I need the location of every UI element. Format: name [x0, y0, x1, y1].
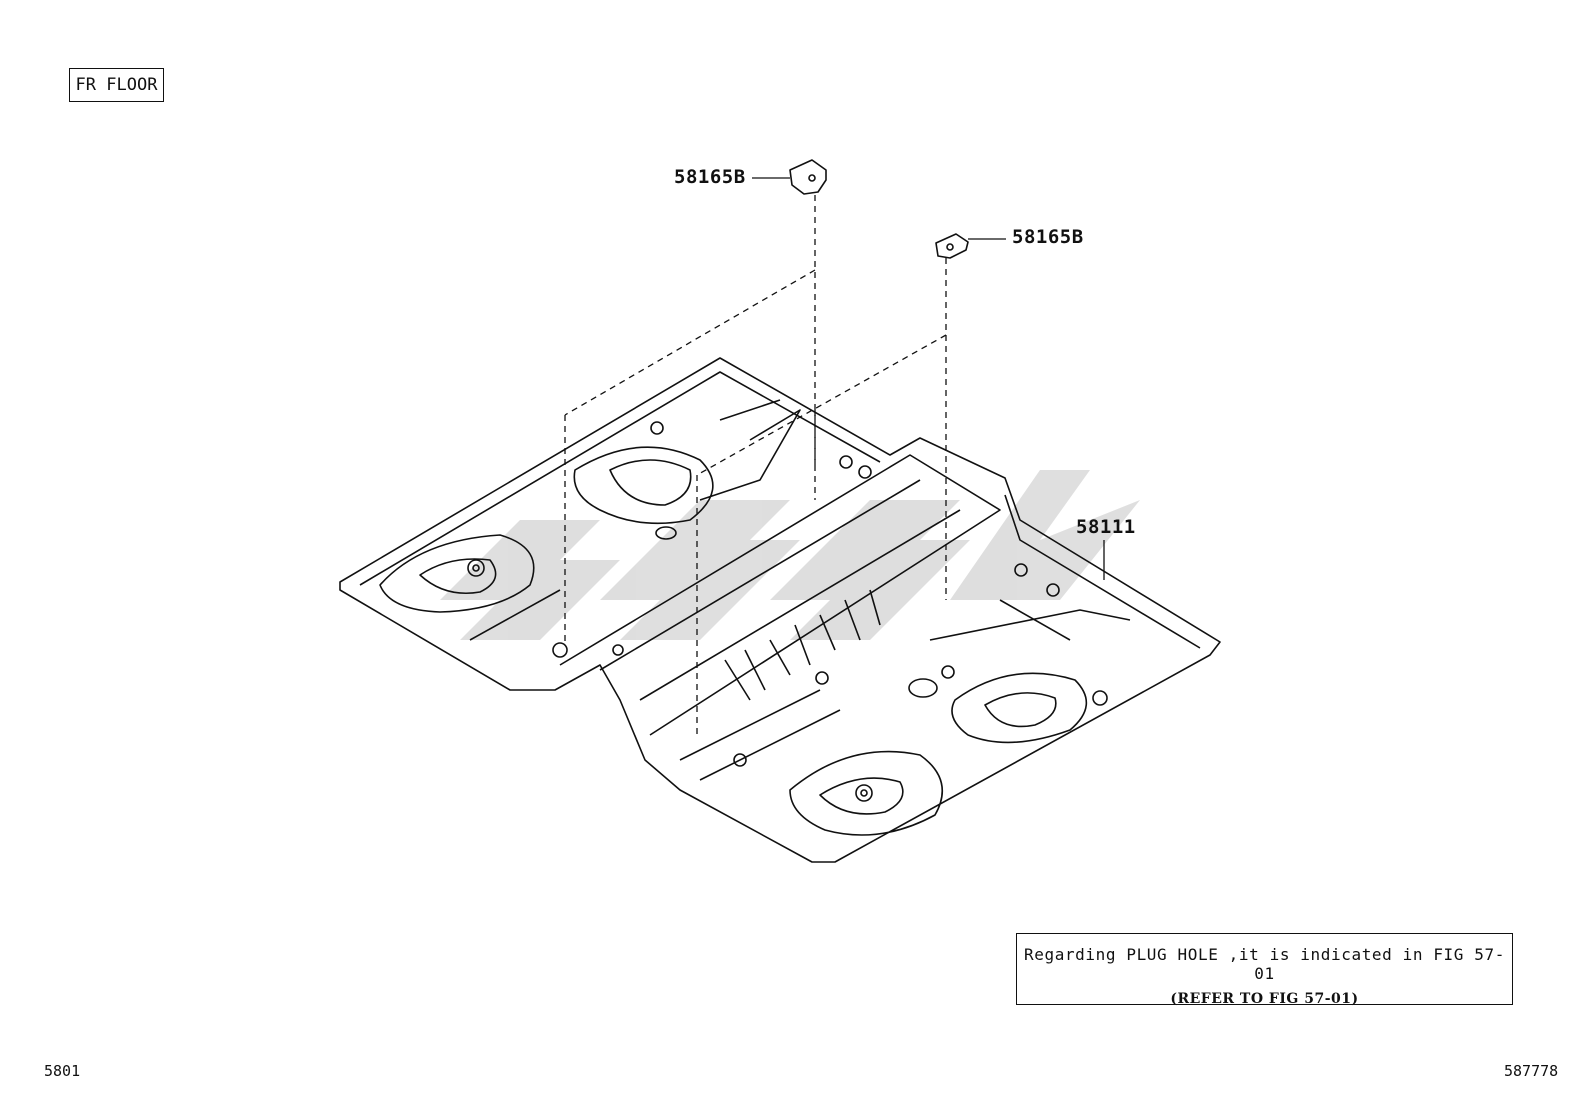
- leader-lines: [752, 177, 1105, 580]
- note-line-2: (REFER TO FIG 57-01): [1170, 991, 1359, 1007]
- watermark-logo: [440, 470, 1140, 640]
- figure-code-left: 5801: [44, 1062, 81, 1080]
- bracket-clip-icon: [935, 233, 969, 259]
- center-tunnel: [559, 454, 1001, 736]
- callout-58165b-right: 58165B: [1012, 226, 1084, 248]
- callout-58165b-left: 58165B: [674, 166, 746, 188]
- section-label: FR FLOOR: [69, 68, 164, 102]
- floor-outline: [339, 357, 1221, 863]
- callout-58111: 58111: [1076, 516, 1136, 538]
- reference-note: Regarding PLUG HOLE ,it is indicated in …: [1016, 933, 1513, 1007]
- note-line-1: Regarding PLUG HOLE ,it is indicated in …: [1024, 945, 1505, 983]
- figure-code-right: 587778: [1504, 1062, 1559, 1080]
- bracket-clip-icon: [789, 159, 827, 195]
- dashed-attachment-lines: [564, 195, 947, 738]
- section-label-text: FR FLOOR: [75, 75, 158, 95]
